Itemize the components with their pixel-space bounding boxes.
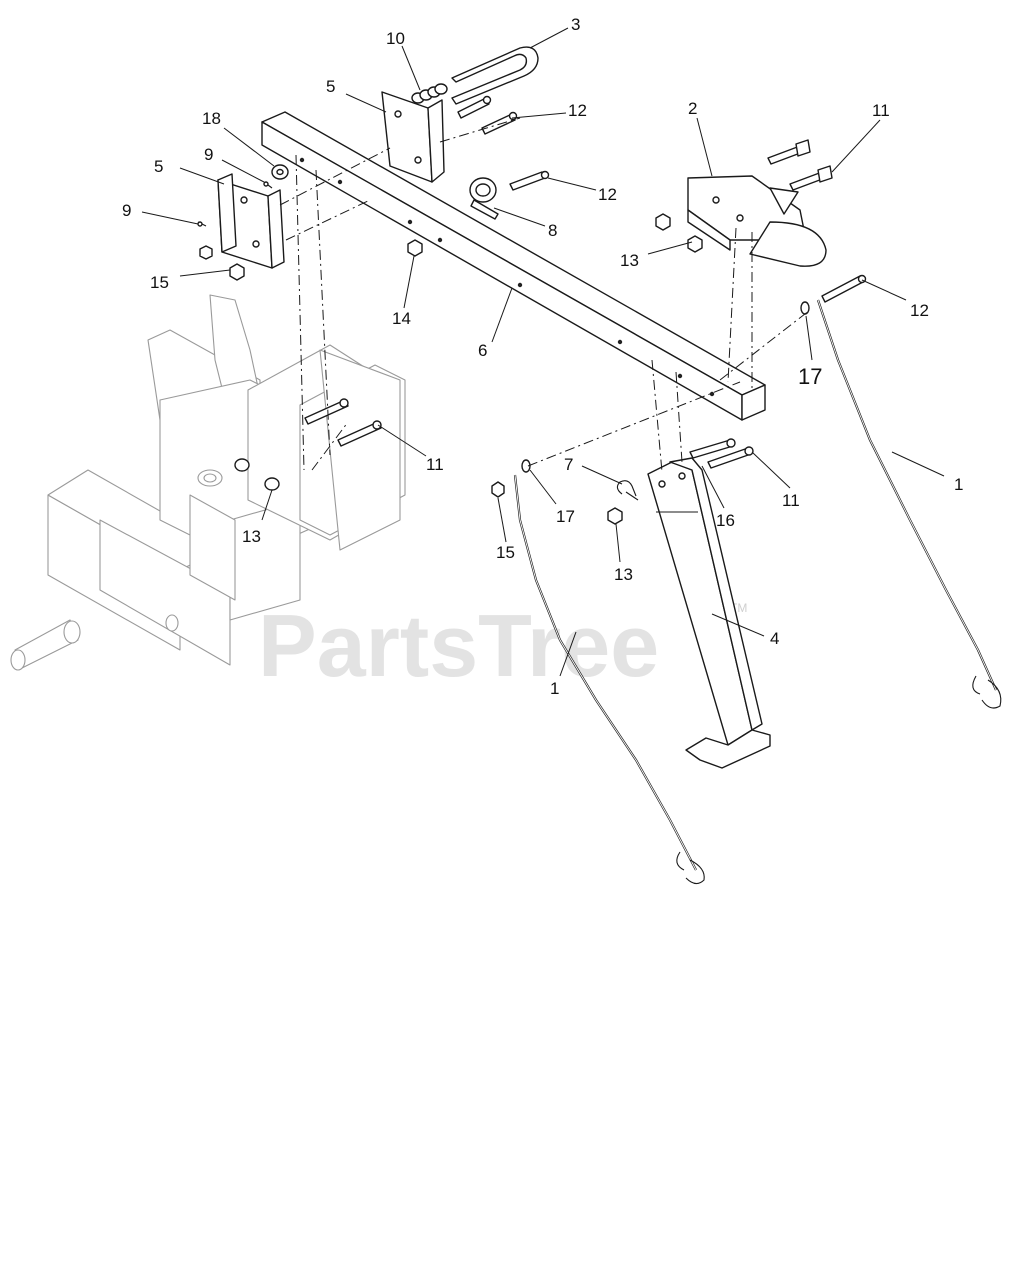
callout-8: 8 [548, 221, 557, 240]
u-bolt [451, 46, 539, 105]
bolt-12-right [821, 274, 867, 303]
callout-15: 15 [496, 543, 515, 562]
tractor-frame [10, 294, 406, 671]
callout-12: 12 [598, 185, 617, 204]
washer-18 [271, 164, 289, 180]
callouts: 3 10 5 12 2 11 18 9 5 12 9 8 13 15 12 14… [122, 15, 963, 698]
callout-3: 3 [571, 15, 580, 34]
callout-9: 9 [204, 145, 213, 164]
bolt-12-mid [509, 170, 550, 191]
upper-bracket [381, 91, 445, 183]
callout-13: 13 [242, 527, 261, 546]
nut-15-chain [491, 481, 505, 498]
hitch-pin [616, 480, 639, 501]
callout-9: 9 [122, 201, 131, 220]
bolts-jack [689, 438, 754, 469]
ball-coupler [687, 175, 827, 267]
callout-11: 11 [426, 455, 444, 474]
callout-4: 4 [770, 629, 779, 648]
bolts-12-top [457, 95, 518, 135]
callout-18: 18 [202, 109, 221, 128]
left-bracket [217, 173, 285, 269]
callout-1: 1 [954, 475, 963, 494]
callout-17: 17 [798, 364, 822, 389]
watermark: PartsTree TM [258, 596, 747, 695]
jack-stand [647, 457, 771, 769]
callout-15: 15 [150, 273, 169, 292]
callout-17: 17 [556, 507, 575, 526]
spring [411, 83, 448, 104]
leader-lines [141, 27, 945, 677]
callout-11: 11 [872, 101, 890, 120]
callout-12: 12 [568, 101, 587, 120]
callout-16: 16 [716, 511, 735, 530]
callout-7: 7 [564, 455, 573, 474]
callout-6: 6 [478, 341, 487, 360]
callout-14: 14 [392, 309, 411, 328]
nuts-13-top [655, 213, 703, 253]
callout-10: 10 [386, 29, 405, 48]
callout-12: 12 [910, 301, 929, 320]
cable-clamp [469, 177, 499, 220]
hitch-bar [261, 111, 766, 421]
callout-11: 11 [782, 491, 800, 510]
callout-5: 5 [326, 77, 335, 96]
bolts-11-top [767, 139, 833, 191]
callout-1: 1 [550, 679, 559, 698]
chain-left [513, 474, 705, 885]
callout-5: 5 [154, 157, 163, 176]
nut-13-jack [607, 507, 623, 525]
callout-13: 13 [620, 251, 639, 270]
callout-2: 2 [688, 99, 697, 118]
washers-17 [521, 301, 810, 473]
alignment-lines [279, 117, 811, 473]
watermark-text: PartsTree [258, 596, 659, 695]
nuts-left [199, 239, 423, 281]
callout-13: 13 [614, 565, 633, 584]
chain-right [816, 299, 1002, 709]
pins-9 [197, 181, 273, 227]
